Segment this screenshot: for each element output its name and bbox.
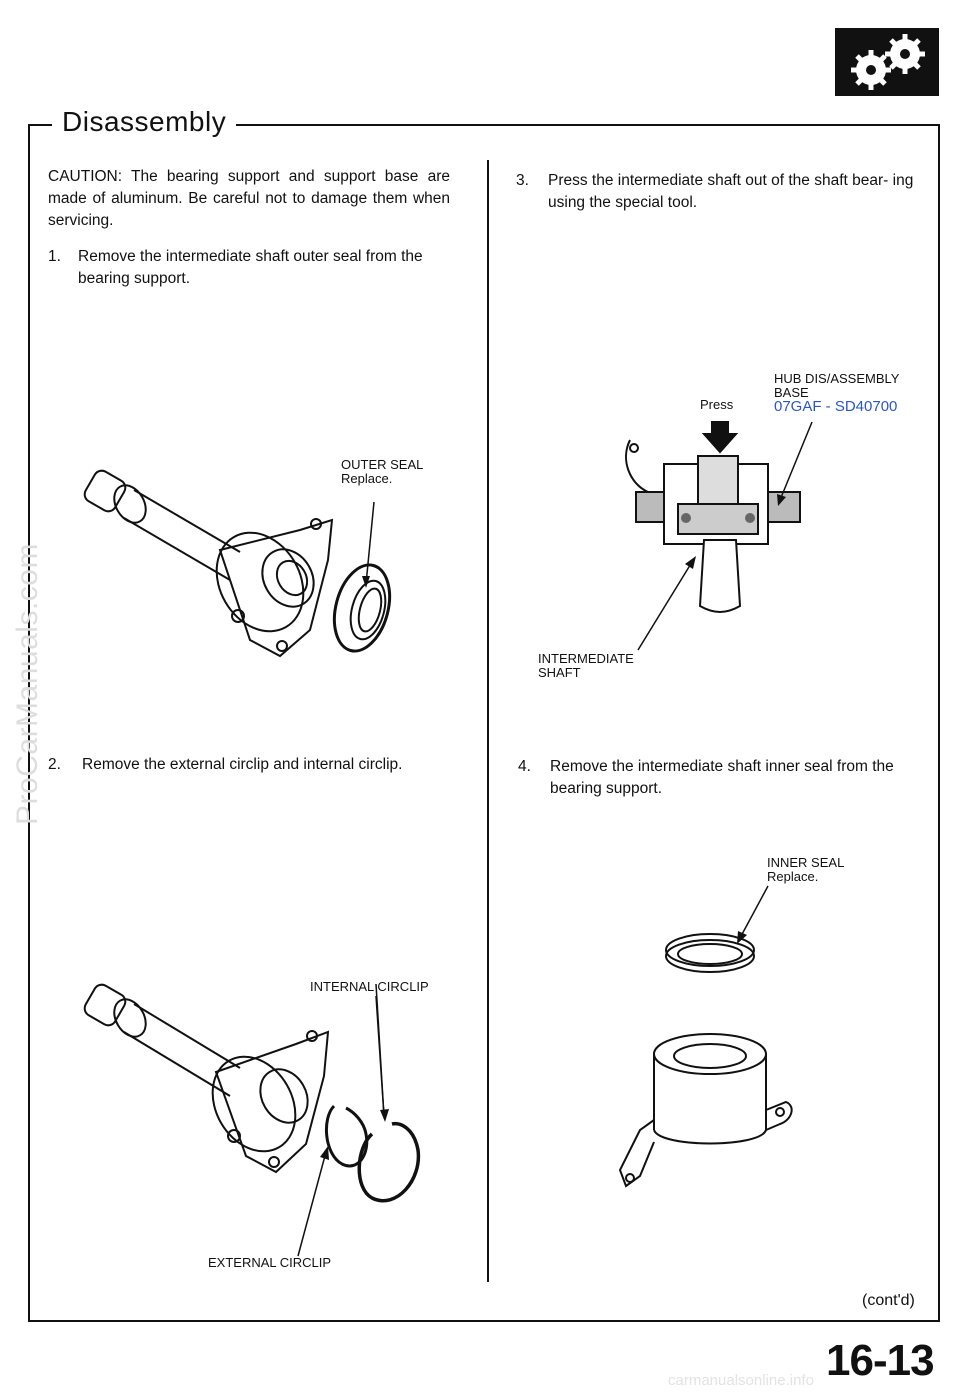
step-number: 4. (518, 758, 531, 775)
side-watermark: ProCarManuals.com (11, 543, 44, 825)
inner-seal-label: INNER SEAL Replace. (767, 856, 844, 884)
step-2: 2. Remove the external circlip and inter… (48, 754, 454, 776)
inner-seal-label-text: INNER SEAL (767, 855, 845, 870)
hub-tool-name: HUB DIS/ASSEMBLY BASE (774, 371, 900, 400)
step-number: 3. (516, 172, 529, 189)
bottom-watermark: carmanualsonline.info (668, 1372, 814, 1389)
step-number: 2. (48, 756, 61, 773)
inner-seal-note: Replace. (767, 869, 819, 884)
press-label: Press (700, 397, 734, 412)
inner-seal-illustration (618, 885, 793, 1188)
step-number: 1. (48, 248, 61, 265)
outer-seal-note: Replace. (341, 471, 393, 486)
frame-top-rule (28, 124, 940, 126)
step-1: 1. Remove the intermediate shaft outer s… (48, 246, 454, 290)
step-text: Remove the intermediate shaft outer seal… (78, 248, 423, 287)
frame-right-rule (938, 124, 940, 1322)
circlips-illustration (83, 983, 421, 1257)
step-text: Press the intermediate shaft out of the … (548, 172, 914, 211)
continued-marker: (cont'd) (862, 1292, 915, 1309)
column-divider (487, 160, 489, 1282)
section-title: Disassembly (52, 106, 237, 138)
step-text: Remove the external circlip and internal… (82, 756, 403, 773)
step-text: Remove the intermediate shaft inner seal… (550, 758, 894, 797)
external-circlip-label: EXTERNAL CIRCLIP (208, 1255, 332, 1270)
press-tool-illustration (625, 421, 813, 651)
intermediate-shaft-label: INTERMEDIATE SHAFT (538, 651, 634, 680)
internal-circlip-label: INTERNAL CIRCLIP (310, 979, 429, 994)
hub-tool-label: HUB DIS/ASSEMBLY BASE 07GAF - SD40700 (774, 371, 924, 415)
hub-tool-number: 07GAF - SD40700 (774, 398, 898, 415)
outer-seal-label: OUTER SEAL Replace. (341, 458, 423, 486)
step-4: 4. Remove the intermediate shaft inner s… (518, 756, 922, 800)
outer-seal-illustration (83, 469, 392, 658)
outer-seal-label-text: OUTER SEAL (341, 457, 424, 472)
caution-text: CAUTION: The bearing support and support… (48, 168, 450, 229)
frame-left-rule (28, 124, 30, 1322)
step-3: 3. Press the intermediate shaft out of t… (516, 170, 920, 214)
frame-bottom-rule (28, 1320, 940, 1322)
page-number: 16-13 (826, 1336, 935, 1385)
gears-icon (835, 28, 939, 96)
